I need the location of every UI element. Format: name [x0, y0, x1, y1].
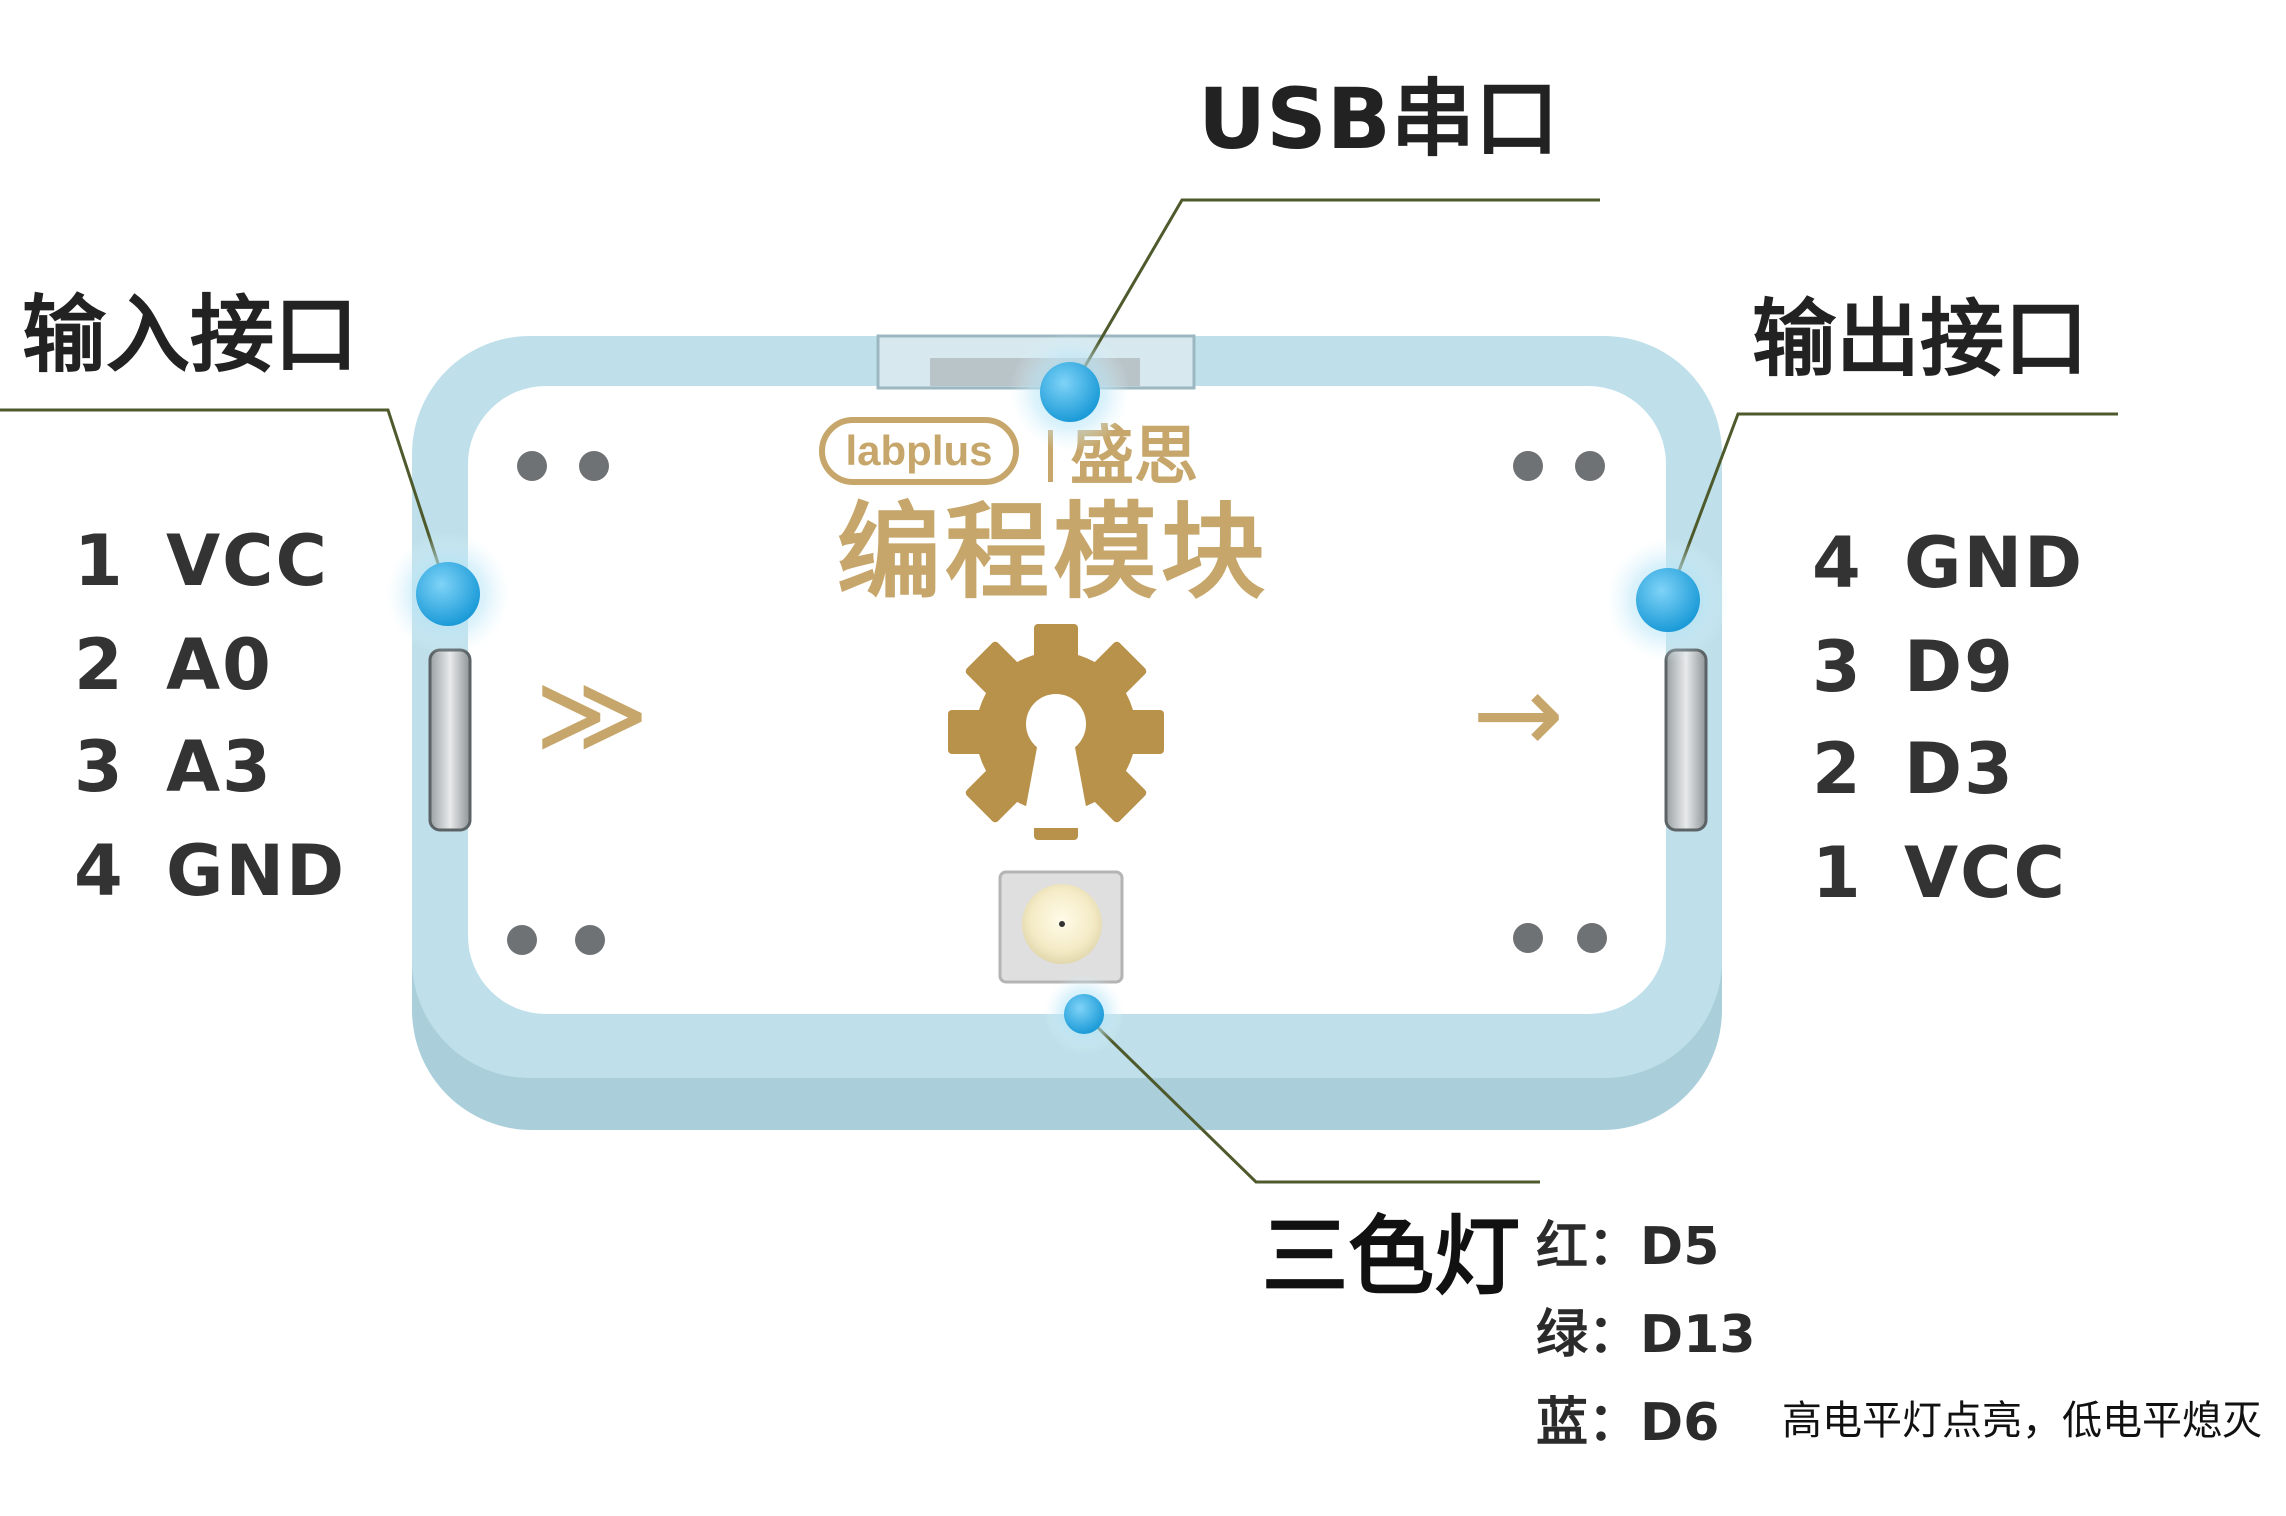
pin-number: 2 — [1812, 728, 1863, 810]
led-color-name: 蓝 — [1536, 1393, 1589, 1453]
rgb-led — [998, 870, 1124, 984]
led-green-row: 绿：D13 — [1536, 1292, 1756, 1367]
led-leader-line — [1082, 1012, 1540, 1184]
pin-name: GND — [166, 830, 347, 912]
output-port-label: 输出接口 — [1752, 290, 2089, 388]
output-pin-row: 4 GND — [1812, 522, 2084, 604]
input-port-label: 输入接口 — [22, 286, 359, 384]
led-red-row: 红：D5 — [1536, 1204, 1719, 1279]
pin-name: D9 — [1904, 626, 2015, 708]
pin-name: VCC — [166, 520, 329, 602]
usb-leader-line — [1068, 198, 1600, 393]
screw-hole — [1575, 451, 1605, 481]
input-connector — [428, 648, 472, 832]
pin-number: 2 — [74, 624, 125, 706]
input-pin-row: 1 VCC — [74, 520, 329, 602]
led-separator: ： — [1588, 1305, 1641, 1365]
screw-hole — [1513, 923, 1543, 953]
input-leader-line — [0, 408, 450, 595]
input-arrow-icon: ≫ — [534, 650, 649, 778]
output-pin-row: 2 D3 — [1812, 728, 2015, 810]
callout-markers — [386, 332, 1730, 1054]
pin-number: 4 — [1812, 522, 1863, 604]
screw-hole — [575, 925, 605, 955]
led-color-name: 绿 — [1536, 1305, 1589, 1365]
output-marker — [1606, 538, 1730, 662]
pin-name: GND — [1904, 522, 2085, 604]
output-connector — [1664, 648, 1708, 832]
pin-name: VCC — [1904, 832, 2067, 914]
brand-logo-pill — [819, 417, 1019, 485]
pin-number: 4 — [74, 830, 125, 912]
pin-number: 1 — [1812, 832, 1863, 914]
pin-name: A3 — [166, 726, 273, 808]
led-pin-name: D6 — [1640, 1393, 1720, 1453]
module-board: labplus 盛思 编程模块 ≫ → — [412, 334, 1722, 1130]
screw-hole — [1577, 923, 1607, 953]
usb-marker — [1010, 332, 1130, 452]
input-pin-row: 2 A0 — [74, 624, 273, 706]
led-color-name: 红 — [1536, 1217, 1589, 1277]
module-title: 编程模块 — [837, 491, 1269, 613]
screw-hole — [1513, 451, 1543, 481]
output-leader-line — [1666, 412, 2118, 601]
screw-hole — [507, 925, 537, 955]
gear-keyhole-icon — [948, 624, 1164, 840]
screw-hole — [579, 451, 609, 481]
brand-divider — [1048, 430, 1053, 482]
screw-holes — [507, 451, 1607, 955]
input-pin-row: 3 A3 — [74, 726, 273, 808]
pin-number: 3 — [74, 726, 125, 808]
brand-logo-text: labplus — [845, 427, 992, 474]
pin-number: 3 — [1812, 626, 1863, 708]
output-pin-row: 3 D9 — [1812, 626, 2015, 708]
pin-number: 1 — [74, 520, 125, 602]
output-arrow-icon: → — [1472, 650, 1564, 778]
led-behavior-note: 高电平灯点亮，低电平熄灭 — [1782, 1398, 2262, 1444]
pin-name: D3 — [1904, 728, 2015, 810]
leader-lines — [0, 198, 2118, 1184]
led-marker — [1044, 974, 1124, 1054]
led-pin-name: D13 — [1640, 1305, 1756, 1365]
pin-name: A0 — [166, 624, 273, 706]
led-separator: ： — [1588, 1393, 1641, 1453]
input-pin-row: 4 GND — [74, 830, 346, 912]
led-blue-row: 蓝：D6 — [1536, 1380, 1719, 1455]
rgb-led-label: 三色灯 — [1262, 1207, 1520, 1307]
usb-serial-label: USB串口 — [1198, 70, 1559, 168]
output-pin-row: 1 VCC — [1812, 832, 2067, 914]
input-marker — [386, 532, 510, 656]
led-separator: ： — [1588, 1217, 1641, 1277]
screw-hole — [517, 451, 547, 481]
rgb-led-center — [1059, 921, 1065, 927]
led-pin-name: D5 — [1640, 1217, 1720, 1277]
